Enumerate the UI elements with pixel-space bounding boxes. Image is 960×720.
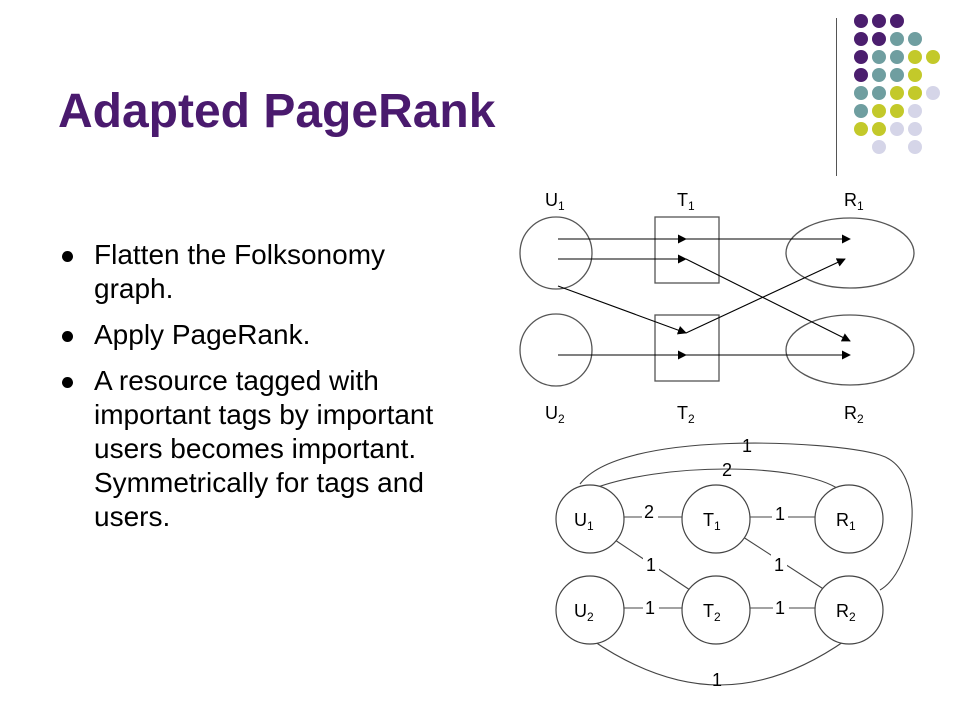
bullet-item: Flatten the Folksonomy graph. [60, 238, 460, 306]
graph-node-label-t2: T2 [703, 601, 721, 624]
edge-weight-u1-t2: 1 [646, 555, 656, 575]
edge-weight-u1-r2-outer: 1 [742, 436, 752, 456]
decor-divider [836, 18, 837, 176]
decor-dot [872, 122, 886, 136]
decor-dot [890, 104, 904, 118]
decor-dot [854, 68, 868, 82]
edge-weight-t1-r2: 1 [774, 555, 784, 575]
edge-weight-t2-r2: 1 [775, 598, 785, 618]
decor-dot [854, 32, 868, 46]
edge-weight-bg [642, 502, 658, 524]
decor-dot [890, 86, 904, 100]
graph-node-t1 [681, 484, 751, 554]
user-node-u1 [519, 216, 593, 290]
decor-dot [872, 14, 886, 28]
decor-dot [908, 122, 922, 136]
decor-dot [908, 86, 922, 100]
decor-dot [872, 68, 886, 82]
graph-node-label-t1: T1 [703, 510, 721, 533]
edge-u2-r2 [591, 639, 847, 686]
edge-u1-r1 [589, 468, 841, 491]
edge-weight-t1-r1: 1 [775, 504, 785, 524]
decor-dot [890, 50, 904, 64]
resource-node-r2 [785, 314, 915, 386]
decor-dot [926, 86, 940, 100]
decor-dot [890, 14, 904, 28]
edge-weight-bg [771, 553, 787, 575]
user-node-u2 [519, 313, 593, 387]
decor-dot [908, 140, 922, 154]
edge-weight-u1-r1: 2 [722, 460, 732, 480]
graph-node-label-r1: R1 [836, 510, 856, 533]
decor-dot [872, 104, 886, 118]
graph-node-u1 [555, 484, 625, 554]
hyperedge-arrow [685, 258, 851, 342]
decor-dot [872, 50, 886, 64]
edge-weight-bg [643, 553, 659, 575]
decor-dot [908, 68, 922, 82]
decor-dot [926, 50, 940, 64]
label-u1: U1 [545, 190, 565, 213]
graph-node-r2 [814, 575, 884, 645]
graph-node-label-r2: R2 [836, 601, 856, 624]
bullet-item: A resource tagged with important tags by… [60, 364, 460, 534]
tag-box-t2 [654, 314, 720, 382]
hyperedge-arrow [685, 258, 846, 334]
edge-weight-bg [772, 503, 788, 525]
label-r2: R2 [844, 403, 864, 426]
decor-dot [890, 32, 904, 46]
bullet-list: Flatten the Folksonomy graph. Apply Page… [60, 238, 460, 546]
edge-u1-r2-outer [579, 442, 913, 591]
decor-dot [854, 122, 868, 136]
edge-weight-u2-t2: 1 [645, 598, 655, 618]
bullet-item: Apply PageRank. [60, 318, 460, 352]
edge-weight-bg [773, 597, 789, 619]
resource-node-r1 [785, 217, 915, 289]
decor-dot [908, 32, 922, 46]
slide-title: Adapted PageRank [58, 85, 496, 138]
edge-weight-bg [643, 597, 659, 619]
label-t1: T1 [677, 190, 695, 213]
decor-dot [854, 104, 868, 118]
decor-dot [890, 122, 904, 136]
tag-box-t1 [654, 216, 720, 284]
decor-dot [908, 104, 922, 118]
decor-dot [854, 14, 868, 28]
decor-dot [908, 50, 922, 64]
decor-dot [854, 50, 868, 64]
flattened-graph: U1 T1 R1 U2 T2 R2 1 2 2 1 1 1 1 1 1 [555, 436, 913, 690]
decor-dot-grid [854, 14, 940, 154]
graph-node-t2 [681, 575, 751, 645]
label-t2: T2 [677, 403, 695, 426]
graph-node-r1 [814, 484, 884, 554]
label-u2: U2 [545, 403, 565, 426]
graph-node-label-u2: U2 [574, 601, 594, 624]
decor-dot [890, 68, 904, 82]
decor-dot [872, 140, 886, 154]
hyperedge-arrow [557, 285, 687, 335]
edge-weight-u2-r2: 1 [712, 670, 722, 690]
graph-node-label-u1: U1 [574, 510, 594, 533]
folksonomy-diagram: U1 T1 R1 U2 T2 R2 [519, 190, 915, 426]
decor-dot [872, 32, 886, 46]
label-r1: R1 [844, 190, 864, 213]
edge-weight-u1-t1: 2 [644, 502, 654, 522]
decor-dot [854, 86, 868, 100]
decor-dot [872, 86, 886, 100]
graph-node-u2 [555, 575, 625, 645]
